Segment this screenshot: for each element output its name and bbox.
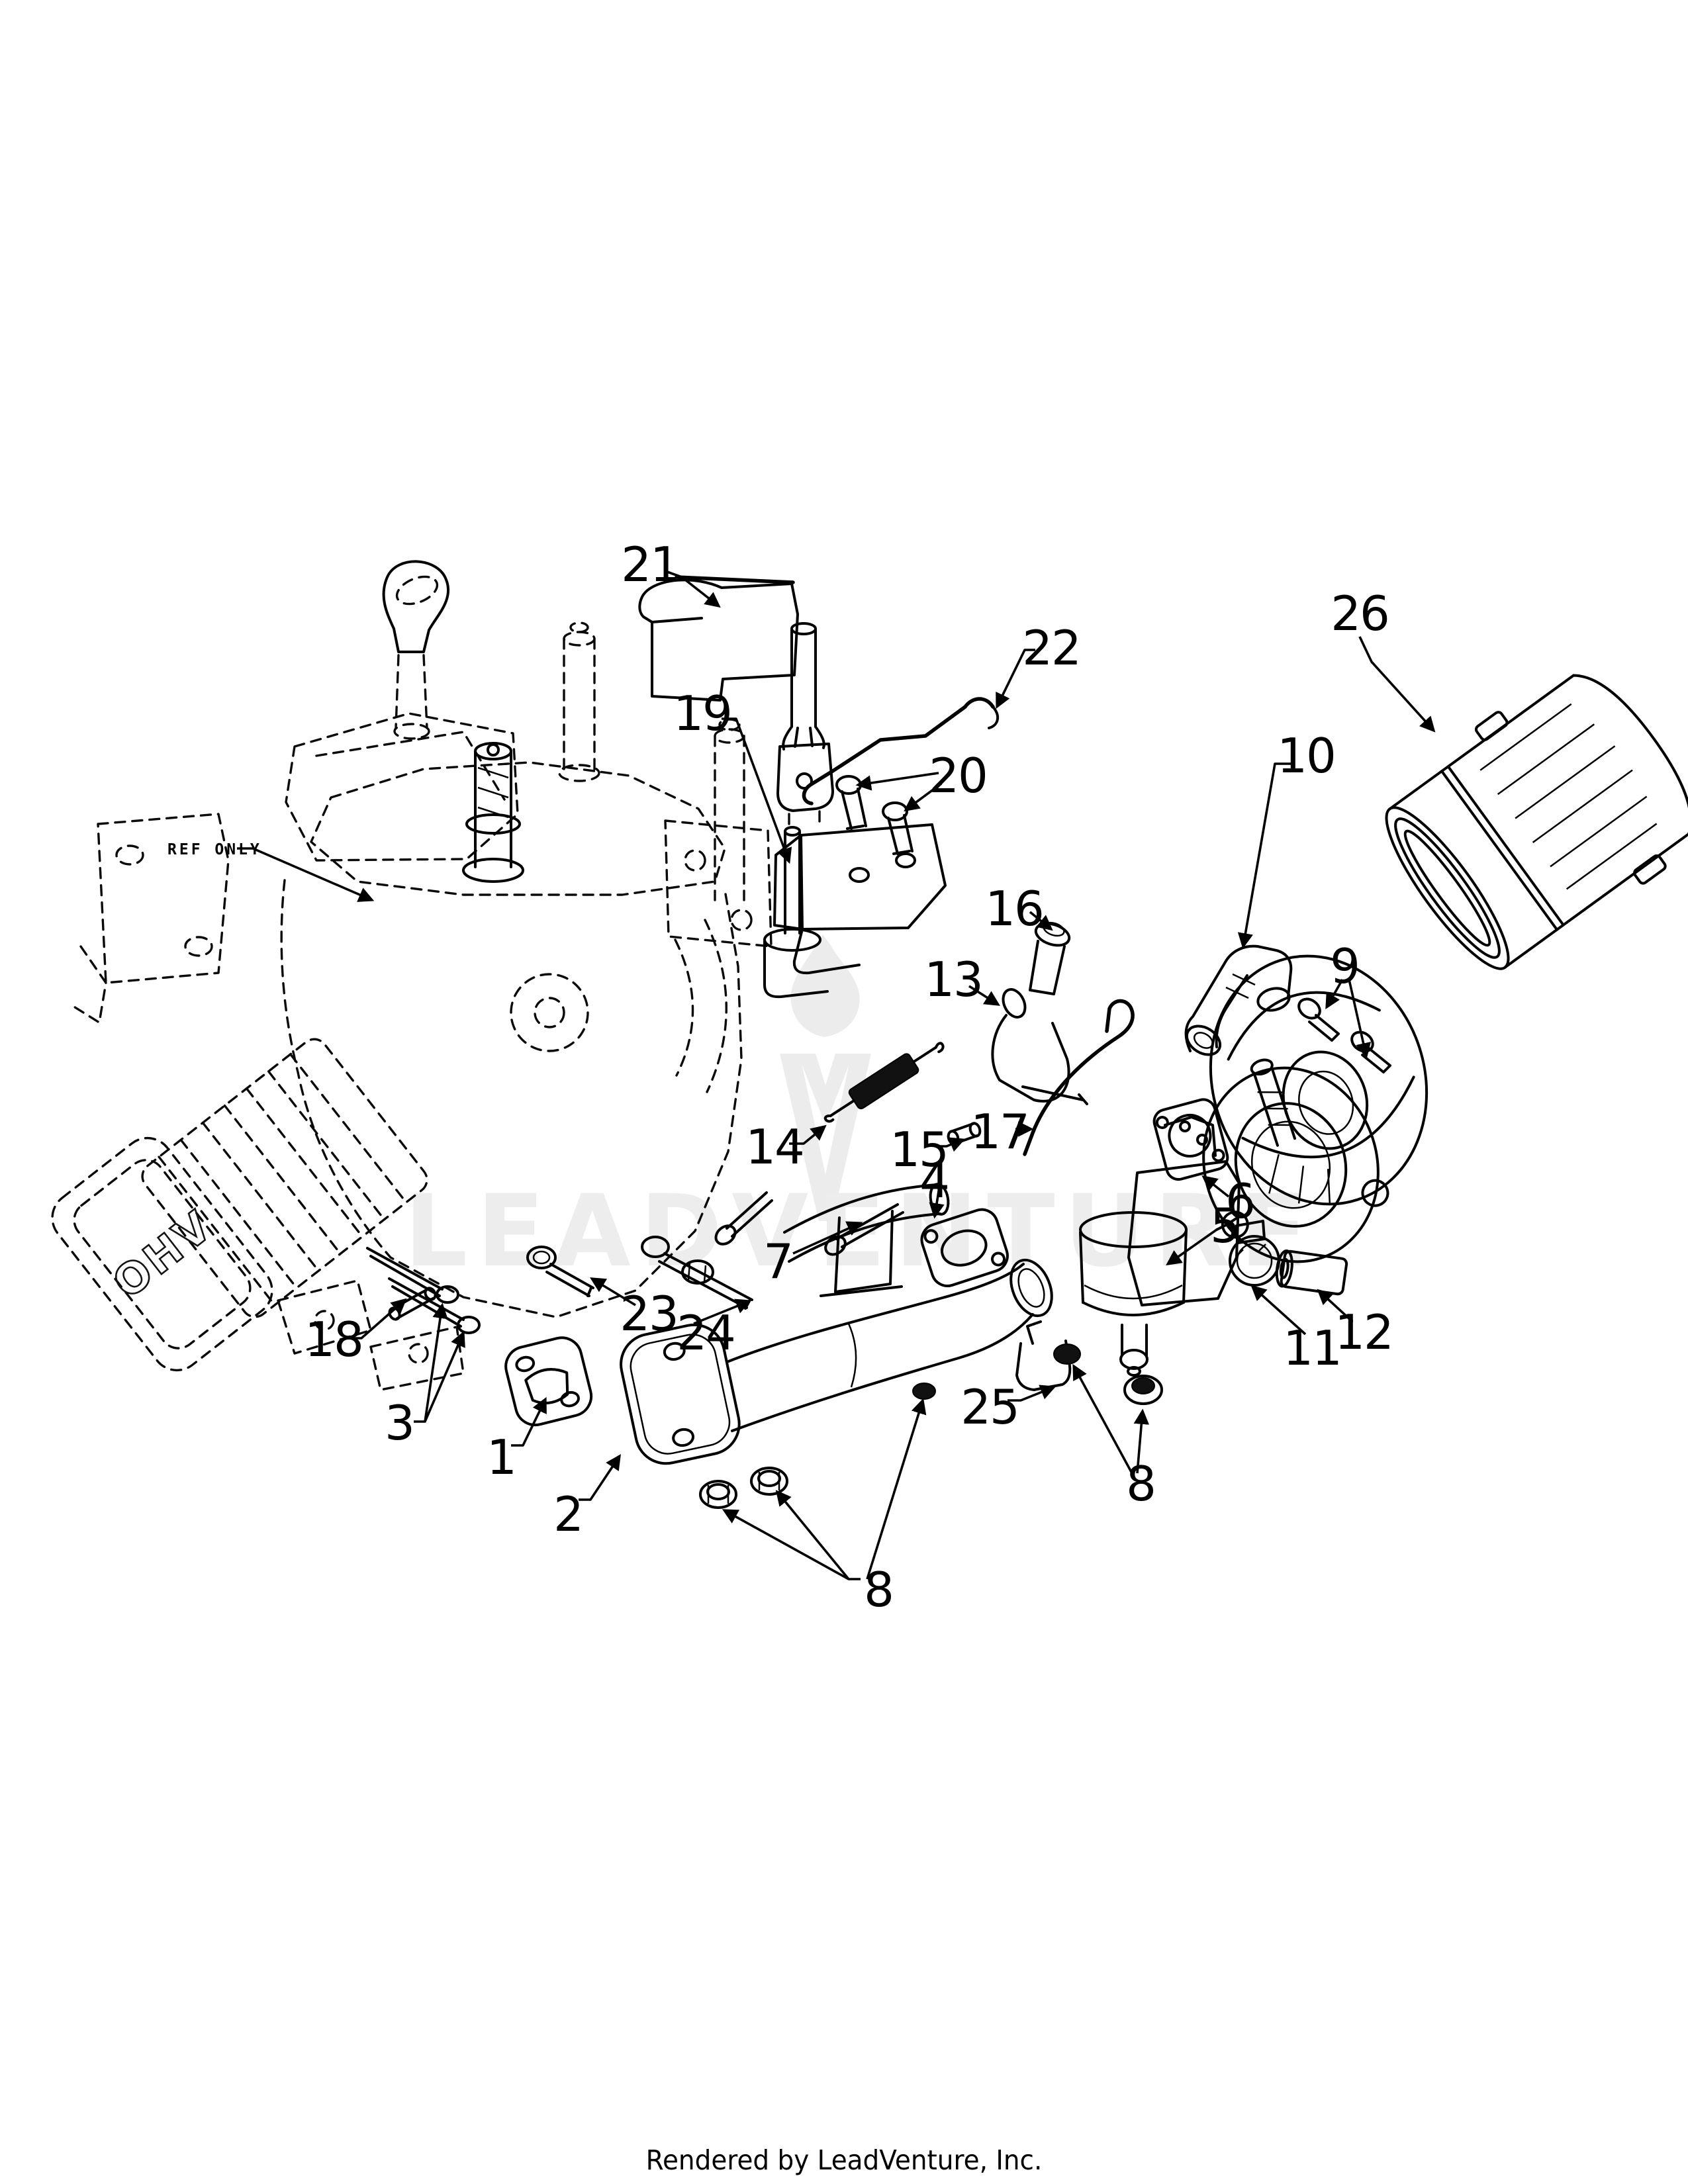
callout-9: 9 [1330,938,1360,994]
callout-15: 15 [890,1122,949,1177]
callout-6: 6 [1225,1173,1256,1229]
watermark-lv-monogram [780,1054,871,1221]
governor-spring-14 [823,1042,945,1123]
callout-12: 12 [1335,1304,1394,1360]
fuel-hose-12 [1275,1249,1348,1296]
callout-19: 19 [673,686,733,741]
watermark-text: LEADVENTURE [404,1174,1317,1289]
callout-23: 23 [620,1286,679,1342]
air-cleaner-cover-26 [1385,674,1688,970]
intake-tube-7 [714,1183,950,1297]
backplate-bolts-9 [1297,997,1391,1073]
watermark-flame-icon [790,934,860,1037]
throttle-link-rod-17 [1023,999,1135,1156]
governor-arm [776,622,834,830]
intake-gasket-4 [920,1208,1009,1287]
callout-18: 18 [305,1312,364,1367]
throttle-rod-22 [802,697,1000,805]
intake-adapter-flange [1202,1058,1389,1263]
bolt-23 [526,1246,594,1297]
callout-8: 8 [1126,1456,1156,1512]
callout-14: 14 [745,1119,805,1175]
callout-26: 26 [1331,586,1390,641]
callout-11: 11 [1283,1320,1342,1376]
leader-lines [237,570,1436,1580]
throttle-control-bracket [773,823,947,975]
callout-25: 25 [961,1379,1020,1435]
callout-16: 16 [985,881,1045,936]
callout-2: 2 [553,1486,584,1542]
callout-17: 17 [970,1104,1030,1160]
control-bracket-21 [638,575,799,702]
callout-1: 1 [487,1430,517,1485]
footer-credit: Rendered by LeadVenture, Inc. [645,2144,1043,2176]
callout-4: 4 [919,1153,950,1208]
choke-bracket-13 [991,988,1088,1105]
callout-20: 20 [929,748,988,803]
carburetor-5 [1079,1116,1266,1377]
callout-10: 10 [1277,728,1336,784]
ref-only-label: REF ONLY [167,841,262,858]
valve-cover: OHV [51,1136,273,1372]
callout-21: 21 [621,537,680,592]
fuel-strainer-bracket-25 [1015,1320,1163,1405]
callout-13: 13 [924,952,984,1007]
callout-8: 8 [864,1562,894,1617]
engine-reference-outline [71,560,773,1391]
callout-24: 24 [677,1305,736,1361]
callout-7: 7 [763,1234,794,1289]
callout-22: 22 [1022,620,1082,676]
callout-5: 5 [1210,1198,1241,1253]
exhaust-pipe-2 [620,1258,1053,1465]
breather-elbow-10 [1184,944,1293,1056]
cylinder-head-fins [141,1038,428,1318]
exhaust-gasket-1 [504,1336,593,1427]
carb-gasket-6 [1152,1098,1229,1181]
callout-3: 3 [385,1395,415,1451]
bracket-bolts-20 [835,775,914,855]
engine-embossed-text: OHV [104,1201,222,1309]
